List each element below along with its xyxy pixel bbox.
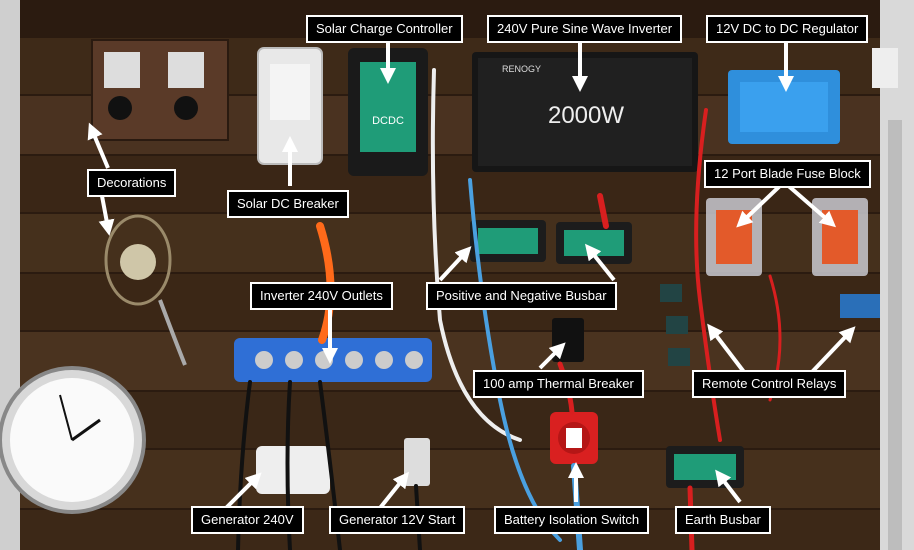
fuse-block-right bbox=[812, 198, 868, 276]
label-fuse-block: 12 Port Blade Fuse Block bbox=[704, 160, 871, 188]
label-decorations: Decorations bbox=[87, 169, 177, 197]
wall-clock bbox=[0, 366, 146, 514]
generator-start-device bbox=[404, 438, 430, 486]
decoration-switch-panel bbox=[91, 39, 229, 141]
label-inverter-outlets: Inverter 240V Outlets bbox=[250, 282, 393, 310]
label-solar-dc-breaker: Solar DC Breaker bbox=[227, 190, 349, 218]
label-generator-12v: Generator 12V Start bbox=[329, 506, 466, 534]
outlet-strip-device bbox=[234, 338, 432, 382]
generator-outlet-device bbox=[256, 446, 330, 494]
relay-devices bbox=[660, 284, 880, 366]
thermal-breaker-device bbox=[552, 318, 584, 362]
inverter-device: RENOGY 2000W bbox=[472, 52, 698, 172]
label-busbar: Positive and Negative Busbar bbox=[426, 282, 617, 310]
controller-brand-text: DCDC bbox=[372, 115, 404, 127]
label-earth-busbar: Earth Busbar bbox=[675, 506, 771, 534]
busbar-devices bbox=[470, 220, 632, 264]
pipe bbox=[888, 120, 902, 550]
decoration-cage-lamp bbox=[104, 214, 187, 366]
label-inverter: 240V Pure Sine Wave Inverter bbox=[487, 15, 683, 43]
rgb-remote bbox=[872, 48, 898, 88]
label-generator-240v: Generator 240V bbox=[191, 506, 304, 534]
inverter-brand-text: RENOGY bbox=[502, 64, 541, 74]
label-solar-charge-controller: Solar Charge Controller bbox=[306, 15, 463, 43]
label-dc-regulator: 12V DC to DC Regulator bbox=[706, 15, 869, 43]
isolation-switch-device bbox=[550, 412, 598, 464]
label-isolation-switch: Battery Isolation Switch bbox=[494, 506, 650, 534]
earth-busbar-device bbox=[666, 446, 744, 488]
annotation-arrows bbox=[87, 40, 856, 510]
label-thermal-breaker: 100 amp Thermal Breaker bbox=[473, 370, 644, 398]
label-relays: Remote Control Relays bbox=[692, 370, 847, 398]
inverter-power-text: 2000W bbox=[548, 102, 624, 129]
solar-dc-breaker-device bbox=[257, 47, 323, 165]
